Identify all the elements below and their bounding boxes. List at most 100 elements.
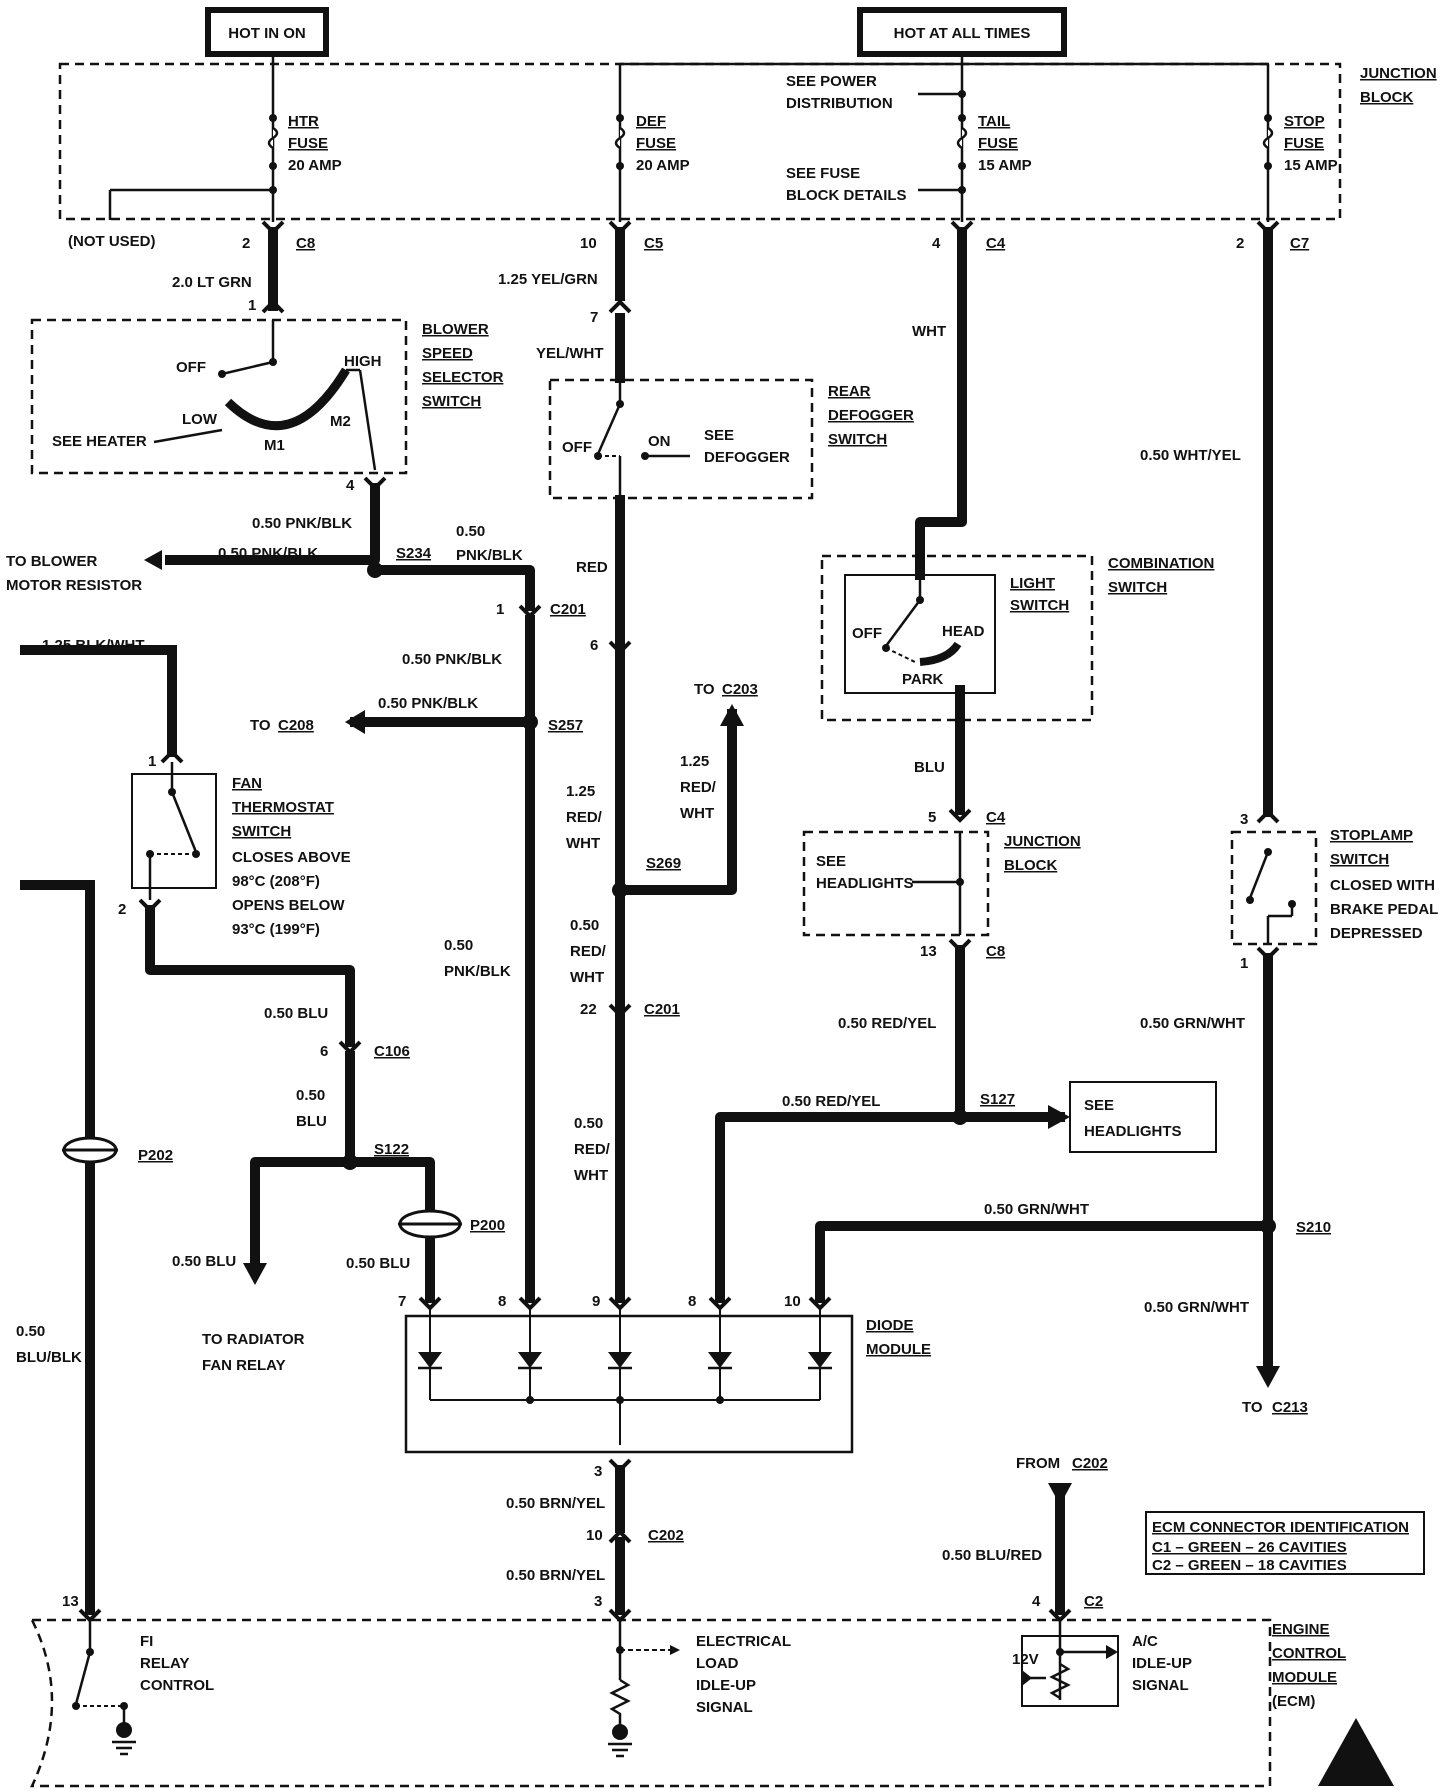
diode-module-title-2: MODULE xyxy=(866,1341,931,1358)
blower-switch-title: BLOWER SPEED SELECTOR SWITCH xyxy=(422,321,504,410)
to-c213-label: C213 xyxy=(1272,1399,1308,1416)
not-used-label: (NOT USED) xyxy=(68,233,156,250)
wire-red-label: RED xyxy=(576,559,608,576)
blower-switch-box xyxy=(30,318,408,475)
svg-text:7: 7 xyxy=(398,1293,406,1310)
splice-s127 xyxy=(952,1109,968,1125)
c7-top-pin: 2 xyxy=(1236,235,1244,252)
svg-text:93°C (199°F): 93°C (199°F) xyxy=(232,921,320,938)
svg-text:8: 8 xyxy=(498,1293,506,1310)
stop-fuse-label: STOP FUSE 15 AMP xyxy=(1284,113,1338,174)
to-c208-arrow xyxy=(345,710,365,734)
wire-pnk-blk-split-3: 0.50 xyxy=(444,937,473,954)
light-off-label: OFF xyxy=(852,625,882,642)
svg-text:WHT: WHT xyxy=(574,1167,608,1184)
stop-fuse-icon xyxy=(1262,126,1274,150)
svg-text:CONTROL: CONTROL xyxy=(140,1677,214,1694)
p200-label: P200 xyxy=(470,1217,505,1234)
svg-text:SPEED: SPEED xyxy=(422,345,473,362)
svg-text:IDLE-UP: IDLE-UP xyxy=(696,1677,756,1694)
wire-lt-grn-label: 2.0 LT GRN xyxy=(172,274,252,291)
splice-s210 xyxy=(1260,1218,1276,1234)
to-blower-arrow xyxy=(144,550,162,570)
to-c208-label: C208 xyxy=(278,717,314,734)
wire-blu-split-1: 0.50 xyxy=(296,1087,325,1104)
c202-pin-a: 3 xyxy=(594,1463,602,1480)
wire-pnk-blk-label-2: 0.50 PNK/BLK xyxy=(218,545,318,562)
wire-red-wht-125-right: 1.25 RED/ WHT xyxy=(680,753,717,822)
splice-s234 xyxy=(367,562,383,578)
htr-fuse-label: HTR FUSE 20 AMP xyxy=(288,113,342,174)
s234-label: S234 xyxy=(396,545,432,562)
svg-text:RELAY: RELAY xyxy=(140,1655,189,1672)
wire-brn-yel-label-2: 0.50 BRN/YEL xyxy=(506,1567,605,1584)
ecm-title: ENGINE CONTROL MODULE (ECM) xyxy=(1272,1621,1346,1710)
svg-text:CONTROL: CONTROL xyxy=(1272,1645,1346,1662)
blower-pin-in: 1 xyxy=(248,297,256,314)
svg-text:SWITCH: SWITCH xyxy=(232,823,291,840)
svg-text:STOP: STOP xyxy=(1284,113,1325,130)
svg-text:BLOCK DETAILS: BLOCK DETAILS xyxy=(786,187,907,204)
defogger-see-defogger-label: DEFOGGER xyxy=(704,449,790,466)
to-blower-label-1: TO BLOWER xyxy=(6,553,98,570)
svg-text:SELECTOR: SELECTOR xyxy=(422,369,504,386)
svg-text:STOPLAMP: STOPLAMP xyxy=(1330,827,1413,844)
light-switch-title-2: SWITCH xyxy=(1010,597,1069,614)
junction-block-top xyxy=(58,62,1342,221)
jb-mid-title-1: JUNCTION xyxy=(1004,833,1081,850)
from-c202-arrow xyxy=(1048,1483,1072,1505)
stoplamp-switch-title: STOPLAMP SWITCH CLOSED WITH BRAKE PEDAL … xyxy=(1330,827,1438,942)
c5-top-pin: 10 xyxy=(580,235,597,252)
svg-text:WHT: WHT xyxy=(680,805,714,822)
blower-high-label: HIGH xyxy=(344,353,382,370)
ac-idle-box xyxy=(1021,1635,1119,1707)
ecm-pin-3: 3 xyxy=(594,1593,602,1610)
c106-pin: 6 xyxy=(320,1043,328,1060)
svg-text:FUSE: FUSE xyxy=(978,135,1018,152)
stoplamp-pin-out: 1 xyxy=(1240,955,1248,972)
diode-module-pins: 7 8 9 8 10 xyxy=(398,1293,801,1310)
svg-text:FUSE: FUSE xyxy=(288,135,328,152)
c202-name: C202 xyxy=(648,1527,684,1544)
splice-s269 xyxy=(612,882,628,898)
wire-red-wht-050-b: 0.50 RED/ WHT xyxy=(574,1115,611,1184)
wire-blu-050-label-2: 0.50 BLU xyxy=(172,1253,236,1270)
see-headlights-box-2: HEADLIGHTS xyxy=(1084,1123,1182,1140)
ac-idle-label: A/C IDLE-UP SIGNAL xyxy=(1132,1633,1192,1694)
svg-text:SEE FUSE: SEE FUSE xyxy=(786,165,860,182)
splice-s122 xyxy=(342,1154,358,1170)
svg-text:CLOSES ABOVE: CLOSES ABOVE xyxy=(232,849,351,866)
from-c202-label: C202 xyxy=(1072,1455,1108,1472)
c7-top-name: C7 xyxy=(1290,235,1309,252)
c201-a-pin: 1 xyxy=(496,601,504,618)
svg-text:FI: FI xyxy=(140,1633,153,1650)
wire-pnk-blk-split-1: 0.50 xyxy=(456,523,485,540)
c201-b-pin: 6 xyxy=(590,637,598,654)
to-c208-prefix: TO xyxy=(250,717,271,734)
hot-in-on-box xyxy=(205,7,329,57)
ecm-box xyxy=(30,1618,1272,1788)
svg-text:MODULE: MODULE xyxy=(1272,1669,1337,1686)
p202-label: P202 xyxy=(138,1147,173,1164)
combination-switch-title-2: SWITCH xyxy=(1108,579,1167,596)
svg-text:8: 8 xyxy=(688,1293,696,1310)
svg-text:15 AMP: 15 AMP xyxy=(1284,157,1338,174)
fi-relay-label: FI RELAY CONTROL xyxy=(140,1633,214,1694)
junction-block-title-1: JUNCTION xyxy=(1360,65,1437,82)
resistor-icon xyxy=(609,1678,631,1728)
svg-text:SWITCH: SWITCH xyxy=(828,431,887,448)
see-headlights-box-1: SEE xyxy=(1084,1097,1114,1114)
electrical-load-label: ELECTRICAL LOAD IDLE-UP SIGNAL xyxy=(696,1633,791,1716)
svg-text:RED/: RED/ xyxy=(566,809,603,826)
jb-headlights-label: HEADLIGHTS xyxy=(816,875,914,892)
svg-text:TAIL: TAIL xyxy=(978,113,1010,130)
ecm-pin-4: 4 xyxy=(1032,1593,1041,1610)
see-headlights-box xyxy=(1069,1081,1217,1153)
fan-thermostat-title: FAN THERMOSTAT SWITCH CLOSES ABOVE 98°C … xyxy=(232,775,351,938)
ecm-connector-id-c2: C2 – GREEN – 18 CAVITIES xyxy=(1152,1557,1347,1574)
diode-module-box xyxy=(404,1314,854,1454)
c4-top-name: C4 xyxy=(986,235,1006,252)
esd-warning-icon xyxy=(1318,1718,1394,1786)
wire-blk-wht-label: 1.25 BLK/WHT xyxy=(42,637,145,654)
